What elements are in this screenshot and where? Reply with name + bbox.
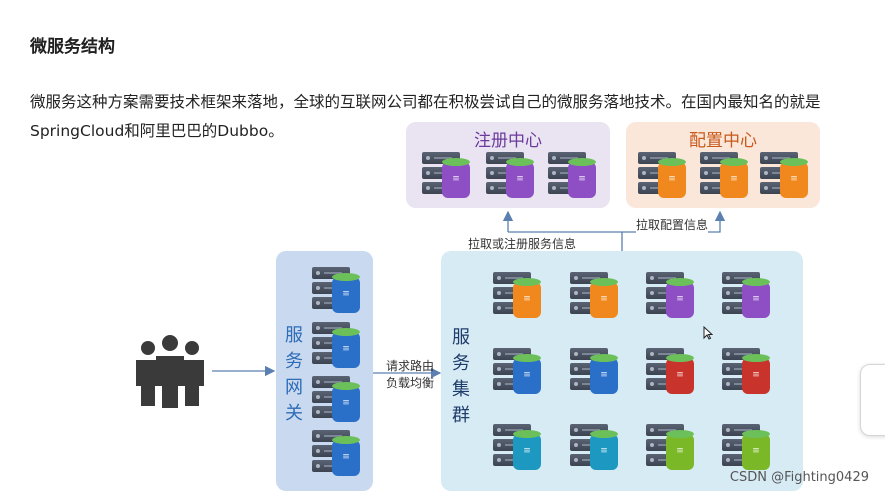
route-label-line2: 负载均衡 [386,376,435,390]
registry-server-2 [486,152,536,204]
cluster-label-char-1: 服 [452,327,470,348]
users-icon [136,335,204,408]
pull-register-label: 拉取或注册服务信息 [468,235,577,252]
gateway-server-2 [312,322,362,374]
pull-config-label: 拉取配置信息 [636,216,709,233]
watermark-text: CSDN @Fighting0429 [729,470,869,485]
registry-server-1 [422,152,472,204]
gateway-server-3 [312,376,362,428]
cluster-server-r3-1 [493,424,543,476]
cluster-server-r3-3 [646,424,696,476]
cluster-server-r1-3 [646,272,696,324]
config-server-3 [760,152,810,204]
route-label-line1: 请求路由 [386,359,435,373]
registry-center-title: 注册中心 [474,131,542,151]
cluster-server-r2-2 [570,348,620,400]
config-server-1 [638,152,688,204]
cluster-server-r3-2 [570,424,620,476]
cluster-server-r3-4 [722,424,772,476]
gateway-server-1 [312,267,362,319]
cluster-label-char-3: 集 [452,379,470,400]
config-server-2 [700,152,750,204]
config-center-title: 配置中心 [689,131,757,151]
cluster-server-r2-1 [493,348,543,400]
cluster-server-r2-4 [722,348,772,400]
cluster-server-r1-4 [722,272,772,324]
cluster-label-char-2: 务 [452,353,470,374]
gateway-label-char-3: 网 [285,377,303,398]
cluster-label-char-4: 群 [452,405,470,426]
gateway-label-char-1: 服 [285,325,303,346]
gateway-label-char-4: 关 [285,403,303,424]
cluster-server-r2-3 [646,348,696,400]
cluster-server-r1-2 [570,272,620,324]
intro-paragraph: 微服务这种方案需要技术框架来落地，全球的互联网公司都在积极尝试自己的微服务落地技… [30,93,821,140]
cluster-server-r1-1 [493,272,543,324]
gateway-server-4 [312,430,362,482]
registry-server-3 [548,152,598,204]
floating-side-card[interactable] [860,364,885,436]
section-heading: 微服务结构 [30,37,115,57]
gateway-label-char-2: 务 [285,351,303,372]
mouse-cursor-icon [703,326,713,340]
